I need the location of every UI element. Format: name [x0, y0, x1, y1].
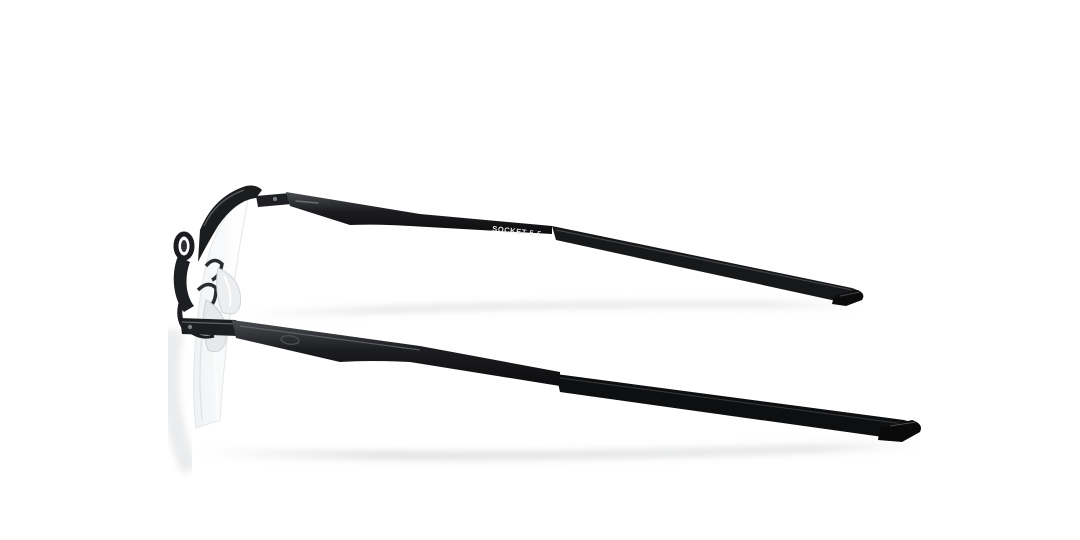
far-temple-tip: [832, 290, 864, 306]
hinge-screw-icon: [187, 324, 193, 330]
far-temple: SOCKET 5.5: [256, 192, 864, 306]
hinge-screw-icon: [273, 197, 277, 201]
oakley-ellipse-icon: [280, 334, 300, 346]
floor-shadow: [161, 301, 921, 474]
near-temple: [180, 318, 921, 442]
near-temple-tip: [878, 420, 921, 442]
